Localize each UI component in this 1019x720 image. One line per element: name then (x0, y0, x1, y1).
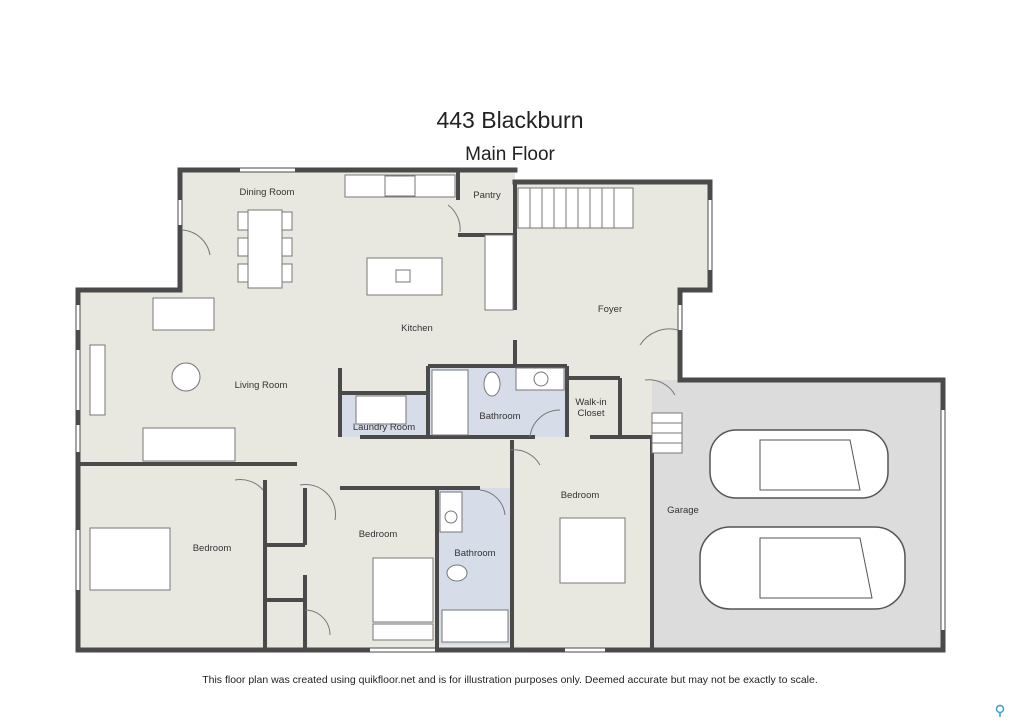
doors (181, 204, 679, 636)
room-label-foyer: Foyer (598, 304, 622, 315)
car-icon (699, 526, 906, 610)
room-label-bedroom: Bedroom (561, 490, 600, 501)
room-label-garage: Garage (667, 505, 699, 516)
room-label-bathroom: Bathroom (454, 548, 495, 559)
exterior-wall (177, 167, 518, 293)
disclaimer-footer: This floor plan was created using quikfl… (202, 674, 818, 686)
location-pin-icon (995, 704, 1005, 717)
plan-subtitle: Main Floor (465, 144, 555, 165)
room-label-bedroom: Bedroom (193, 543, 232, 554)
room-label-bedroom: Bedroom (359, 529, 398, 540)
plan-title: 443 Blackburn (436, 107, 583, 133)
room-label-dining-room: Dining Room (240, 187, 295, 198)
room-label-pantry: Pantry (473, 190, 501, 201)
furniture (89, 174, 683, 643)
room-label-bathroom: Bathroom (479, 411, 520, 422)
room-label-living-room: Living Room (235, 380, 288, 391)
room-label-kitchen: Kitchen (401, 323, 433, 334)
room-label-closet: Closet (578, 408, 605, 419)
room-label-walk-in: Walk-in (575, 397, 606, 408)
car-icon (709, 429, 889, 499)
interior-walls (78, 170, 654, 650)
room-label-laundry-room: Laundry Room (353, 422, 415, 433)
windows (76, 168, 945, 652)
